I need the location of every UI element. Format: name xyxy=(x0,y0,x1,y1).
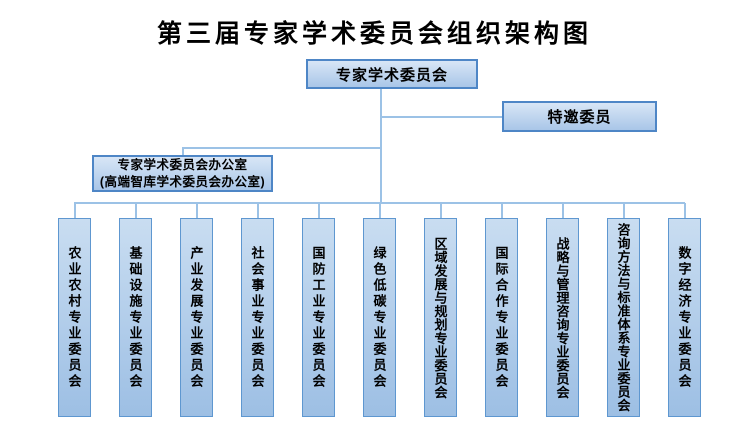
committee-box-international-coop: 国际合作专业委员会 xyxy=(484,218,518,417)
connector-invited-branch xyxy=(381,116,502,118)
connector-stub-3 xyxy=(196,203,198,219)
committee-label: 战略与管理咨询专业委员会 xyxy=(554,236,570,399)
connector-stub-7 xyxy=(440,203,442,219)
root-committee-label: 专家学术委员会 xyxy=(335,66,448,84)
committee-label: 绿色低碳专业委员会 xyxy=(371,245,387,390)
chart-title: 第三届专家学术委员会组织架构图 xyxy=(156,20,592,48)
connector-stub-10 xyxy=(623,203,625,219)
committee-label: 基础设施专业委员会 xyxy=(127,245,143,390)
connector-stub-2 xyxy=(135,203,137,219)
committee-box-infrastructure: 基础设施专业委员会 xyxy=(118,218,152,417)
connector-stub-5 xyxy=(318,203,320,219)
committee-label: 咨询方法与标准体系专业委员会 xyxy=(615,223,631,412)
connector-root-trunk-vertical xyxy=(380,89,382,203)
connector-office-branch-horizontal xyxy=(182,147,381,149)
root-committee-box: 专家学术委员会 xyxy=(306,59,478,89)
office-label-line2: (高端智库学术委员会办公室) xyxy=(99,174,266,189)
connector-stub-8 xyxy=(501,203,503,219)
connector-office-branch-vertical xyxy=(182,147,184,156)
committee-label: 国防工业专业委员会 xyxy=(310,245,326,390)
connector-stub-9 xyxy=(562,203,564,219)
committee-box-agriculture-rural: 农业农村专业委员会 xyxy=(57,218,91,417)
connector-stub-1 xyxy=(74,203,76,219)
committee-box-defense-industry: 国防工业专业委员会 xyxy=(301,218,335,417)
committee-box-methods-standards: 咨询方法与标准体系专业委员会 xyxy=(606,218,640,417)
committee-label: 产业发展专业委员会 xyxy=(188,245,204,390)
committee-box-social-affairs: 社会事业专业委员会 xyxy=(240,218,274,417)
connector-stub-11 xyxy=(684,203,686,219)
committee-box-strategy-management: 战略与管理咨询专业委员会 xyxy=(545,218,579,417)
connector-stub-4 xyxy=(257,203,259,219)
invited-members-box: 特邀委员 xyxy=(502,101,657,132)
committee-label: 国际合作专业委员会 xyxy=(493,245,509,390)
committee-label: 社会事业专业委员会 xyxy=(249,245,265,390)
committee-label: 农业农村专业委员会 xyxy=(66,245,82,390)
committee-box-green-low-carbon: 绿色低碳专业委员会 xyxy=(362,218,396,417)
office-label-line1: 专家学术委员会办公室 xyxy=(117,158,248,173)
committee-box-industry-development: 产业发展专业委员会 xyxy=(179,218,213,417)
committee-box-digital-economy: 数字经济专业委员会 xyxy=(667,218,701,417)
office-box: 专家学术委员会办公室 (高端智库学术委员会办公室) xyxy=(92,155,273,192)
committee-box-regional-planning: 区域发展与规划专业委员会 xyxy=(423,218,457,417)
connector-stub-6 xyxy=(379,203,381,219)
invited-members-label: 特邀委员 xyxy=(547,109,612,126)
connector-trunk-horizontal xyxy=(74,202,685,204)
committee-label: 区域发展与规划专业委员会 xyxy=(432,236,448,399)
committee-label: 数字经济专业委员会 xyxy=(676,245,692,390)
